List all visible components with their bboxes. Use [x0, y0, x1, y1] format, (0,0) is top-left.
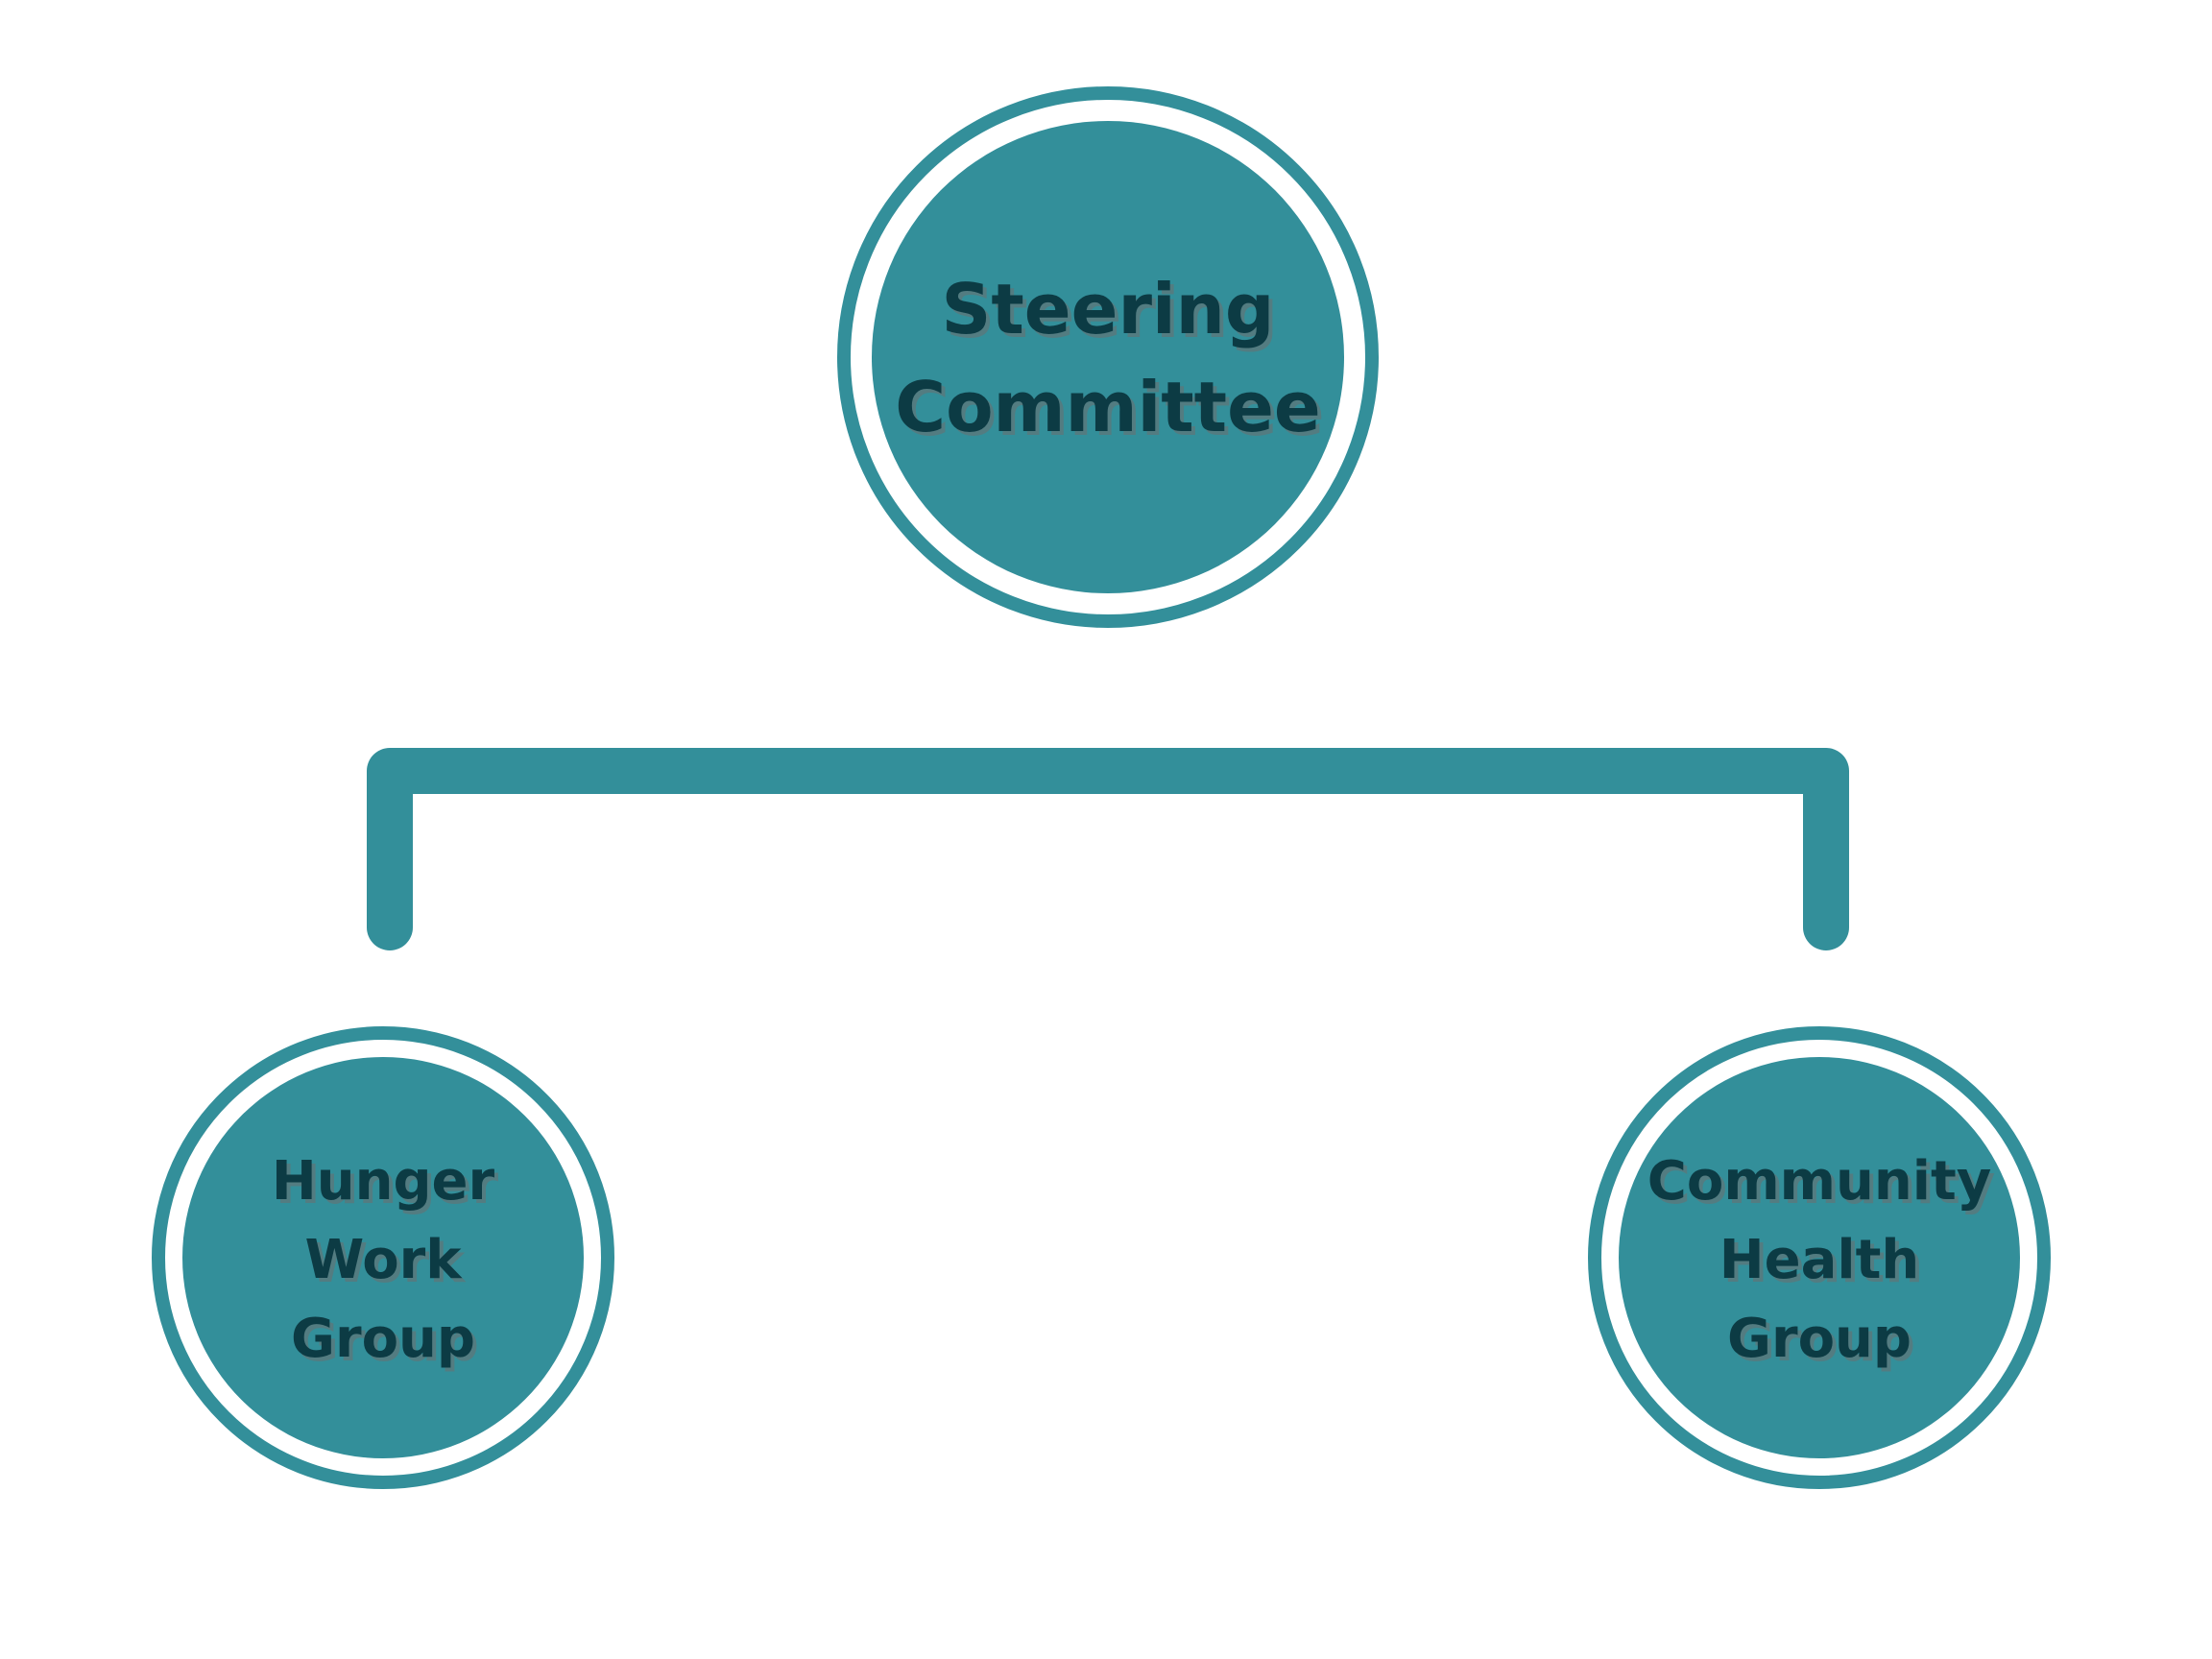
node-label-line: Committee [895, 367, 1321, 447]
node-label-line: Group [1727, 1308, 1911, 1370]
node-outer-ring [1588, 1026, 2051, 1489]
node-label-shadow: Work [308, 1233, 467, 1295]
node-label-shadow: Steering [946, 273, 1279, 353]
node-label-line: Community [1647, 1150, 1991, 1213]
connector-bracket [367, 748, 1849, 950]
node-label-shadow: Committee [899, 371, 1325, 451]
node-label-shadow: Hunger [276, 1154, 499, 1216]
node-community-health-group: Community Health Group Community Health … [1588, 1026, 2051, 1489]
node-label-line: Work [304, 1229, 463, 1291]
node-inner-circle [1619, 1057, 2020, 1458]
node-outer-ring [837, 86, 1379, 628]
node-steering-committee: Steering Committee Steering Committee [837, 86, 1379, 628]
node-label-shadow: Community [1651, 1154, 1995, 1216]
node-label-line: Steering [942, 269, 1275, 349]
node-label-line: Hunger [272, 1150, 495, 1213]
node-label-line: Group [291, 1308, 475, 1370]
node-outer-ring [152, 1026, 614, 1489]
node-inner-circle [872, 121, 1344, 593]
node-label-shadow: Health [1723, 1233, 1923, 1295]
node-inner-circle [182, 1057, 584, 1458]
node-label-shadow: Group [295, 1311, 479, 1374]
node-label-shadow: Group [1731, 1311, 1915, 1374]
node-hunger-work-group: Hunger Work Group Hunger Work Group [152, 1026, 614, 1489]
node-label-line: Health [1719, 1229, 1919, 1291]
